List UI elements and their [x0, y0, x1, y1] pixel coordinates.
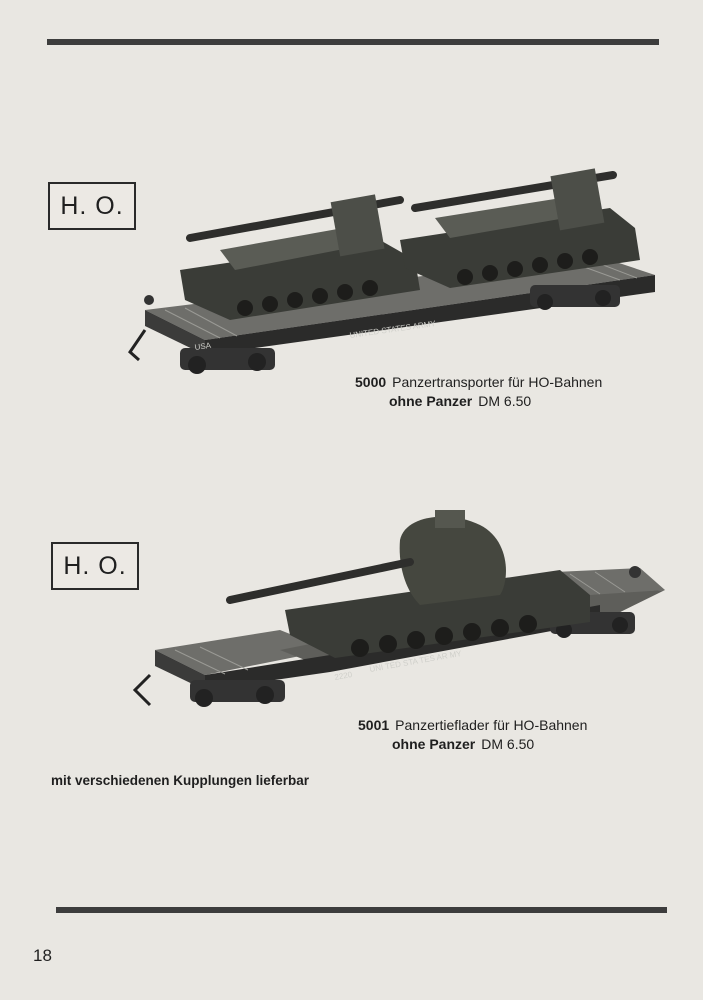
flatcar-marking-left: 2220: [334, 670, 354, 682]
scale-label: H. O.: [60, 191, 124, 220]
bottom-rule: [56, 907, 667, 913]
product-title: Panzertieflader für HO-Bahnen: [395, 717, 588, 733]
flatcar-tank-transporter-photo: USA UNITED STATES ARMY: [128, 168, 655, 374]
product-variant: ohne Panzer: [389, 393, 473, 409]
scale-label-box: H. O.: [51, 542, 139, 590]
product-price: DM 6.50: [481, 736, 535, 752]
lowboy-tank-transporter-photo: 2220 UNI TED STA TES AR MY: [132, 510, 665, 707]
caption-line-1: 5001 Panzertieflader für HO-Bahnen: [358, 716, 587, 735]
caption-line-2: ohne Panzer DM 6.50: [358, 735, 587, 754]
product-price: DM 6.50: [478, 393, 532, 409]
page-number: 18: [33, 946, 52, 965]
product-number: 5000: [355, 374, 387, 390]
caption-line-1: 5000 Panzertransporter für HO-Bahnen: [355, 373, 602, 392]
flatcar-marking-left: USA: [194, 341, 212, 352]
product-title: Panzertransporter für HO-Bahnen: [392, 374, 603, 390]
product-number: 5001: [358, 717, 390, 733]
product-caption-5000: 5000 Panzertransporter für HO-Bahnen ohne…: [355, 373, 602, 411]
coupling-note: mit verschiedenen Kupplungen lieferbar: [51, 773, 310, 788]
product-caption-5001: 5001 Panzertieflader für HO-Bahnen ohne P…: [358, 716, 587, 754]
scale-label: H. O.: [63, 551, 127, 580]
scale-label-box: H. O.: [48, 182, 136, 230]
top-rule: [47, 39, 659, 45]
product-variant: ohne Panzer: [392, 736, 476, 752]
caption-line-2: ohne Panzer DM 6.50: [355, 392, 602, 411]
